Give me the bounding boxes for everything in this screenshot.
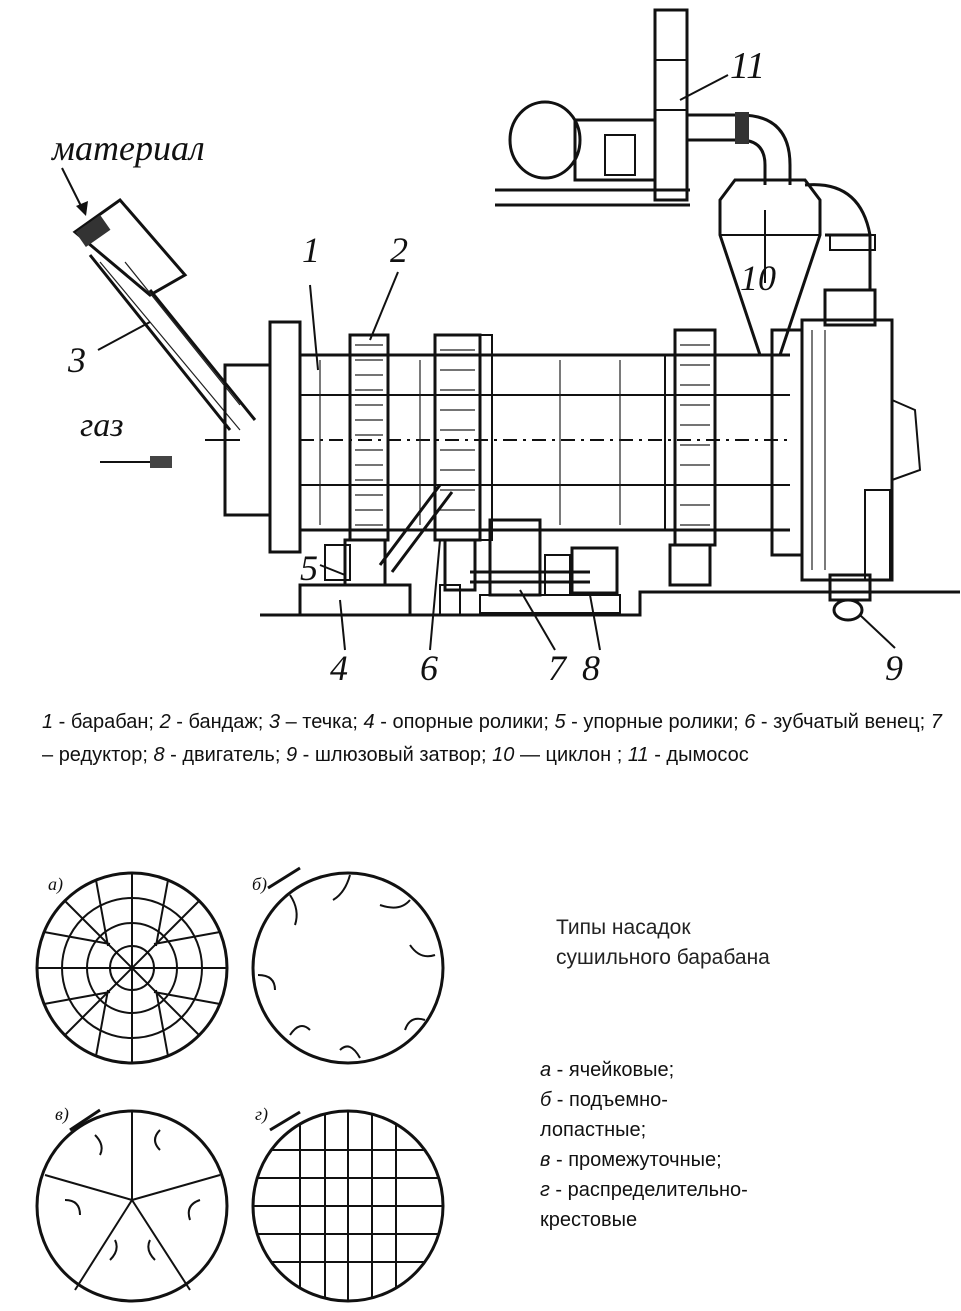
label-9: 9 bbox=[885, 648, 903, 688]
nozzle-types-title: Типы насадок сушильного барабана bbox=[556, 913, 770, 973]
nozzle-lifting-blade: б) bbox=[251, 866, 445, 1065]
legend-separator: – bbox=[42, 744, 59, 766]
legend-number: 9 bbox=[285, 744, 298, 766]
legend-text: течка; bbox=[302, 711, 364, 733]
legend-number: 5 bbox=[554, 711, 566, 733]
legend-number: 8 bbox=[153, 744, 165, 766]
tire bbox=[348, 333, 390, 542]
gas-arrow bbox=[100, 456, 172, 468]
nozzle-intermediate: в) bbox=[35, 1104, 229, 1303]
material-label: материал bbox=[50, 128, 205, 168]
nozzle-type-item: б - подъемно- bbox=[540, 1089, 668, 1111]
nozzle-type-item: лопастные; bbox=[540, 1119, 647, 1141]
exhauster bbox=[495, 8, 792, 207]
label-1: 1 bbox=[302, 230, 320, 270]
panel-label-v: в) bbox=[55, 1104, 69, 1125]
gear-ring bbox=[433, 333, 493, 542]
drum-body bbox=[223, 320, 790, 554]
panel-label-a: а) bbox=[48, 874, 63, 895]
nozzle-cellular: а) bbox=[35, 871, 229, 1065]
legend-text: шлюзовый затвор; bbox=[314, 744, 493, 766]
legend-text: дымосос bbox=[666, 744, 749, 766]
legend-number: 10 bbox=[492, 744, 515, 766]
nozzle-types-list: а - ячейковые; б - подъемно- лопастные; … bbox=[540, 1055, 748, 1235]
legend-text: двигатель; bbox=[182, 744, 286, 766]
legend-separator: - bbox=[297, 744, 315, 766]
legend-number: 6 bbox=[744, 711, 756, 733]
legend-separator: - bbox=[648, 744, 667, 766]
legend-separator: — bbox=[514, 744, 546, 766]
legend-number: 2 bbox=[159, 711, 171, 733]
legend-text: циклон ; bbox=[545, 744, 628, 766]
legend-separator: – bbox=[280, 711, 303, 733]
material-arrow bbox=[61, 167, 88, 216]
nozzle-types-title-line2: сушильного барабана bbox=[556, 946, 770, 969]
legend: 1 - барабан; 2 - бандаж; 3 – течка; 4 - … bbox=[42, 706, 947, 772]
discharge-head bbox=[770, 288, 922, 622]
nozzle-types-title-line1: Типы насадок bbox=[556, 916, 691, 939]
label-3: 3 bbox=[67, 340, 86, 380]
nozzle-type-item: в - промежуточные; bbox=[540, 1149, 722, 1171]
legend-separator: - bbox=[170, 711, 189, 733]
legend-text: редуктор; bbox=[58, 744, 154, 766]
legend-text: упорные ролики; bbox=[583, 711, 745, 733]
label-10: 10 bbox=[740, 258, 776, 298]
legend-number: 1 bbox=[42, 711, 54, 733]
legend-text: зубчатый венец; bbox=[773, 711, 931, 733]
panel-label-b: б) bbox=[252, 874, 267, 895]
drive-unit bbox=[260, 518, 960, 617]
legend-number: 11 bbox=[627, 744, 649, 766]
legend-text: бандаж; bbox=[188, 711, 269, 733]
nozzle-type-item: г - распределительно- bbox=[540, 1179, 748, 1201]
nozzle-type-item: крестовые bbox=[540, 1209, 638, 1231]
label-5: 5 bbox=[300, 548, 318, 588]
gas-label: газ bbox=[80, 407, 124, 444]
legend-separator: - bbox=[374, 711, 393, 733]
label-11: 11 bbox=[730, 45, 765, 87]
legend-number: 3 bbox=[268, 711, 281, 733]
tire-right bbox=[664, 328, 717, 547]
legend-text: барабан; bbox=[70, 711, 160, 733]
cyclone bbox=[718, 178, 876, 357]
label-4: 4 bbox=[330, 648, 348, 688]
label-6: 6 bbox=[420, 648, 438, 688]
legend-number: 7 bbox=[930, 711, 942, 733]
legend-number: 4 bbox=[363, 711, 375, 733]
panel-label-g: г) bbox=[255, 1104, 268, 1125]
feed-chute bbox=[72, 197, 257, 441]
legend-separator: - bbox=[755, 711, 774, 733]
label-8: 8 bbox=[582, 648, 600, 688]
label-7: 7 bbox=[548, 648, 568, 688]
legend-separator: - bbox=[164, 744, 183, 766]
legend-separator: - bbox=[565, 711, 584, 733]
legend-separator: - bbox=[53, 711, 71, 733]
leader-lines bbox=[97, 74, 896, 651]
nozzle-type-item: а - ячейковые; bbox=[540, 1059, 675, 1081]
legend-text: опорные ролики; bbox=[392, 711, 555, 733]
label-2: 2 bbox=[390, 230, 408, 270]
nozzle-distribution-cross: г) bbox=[251, 1104, 445, 1303]
